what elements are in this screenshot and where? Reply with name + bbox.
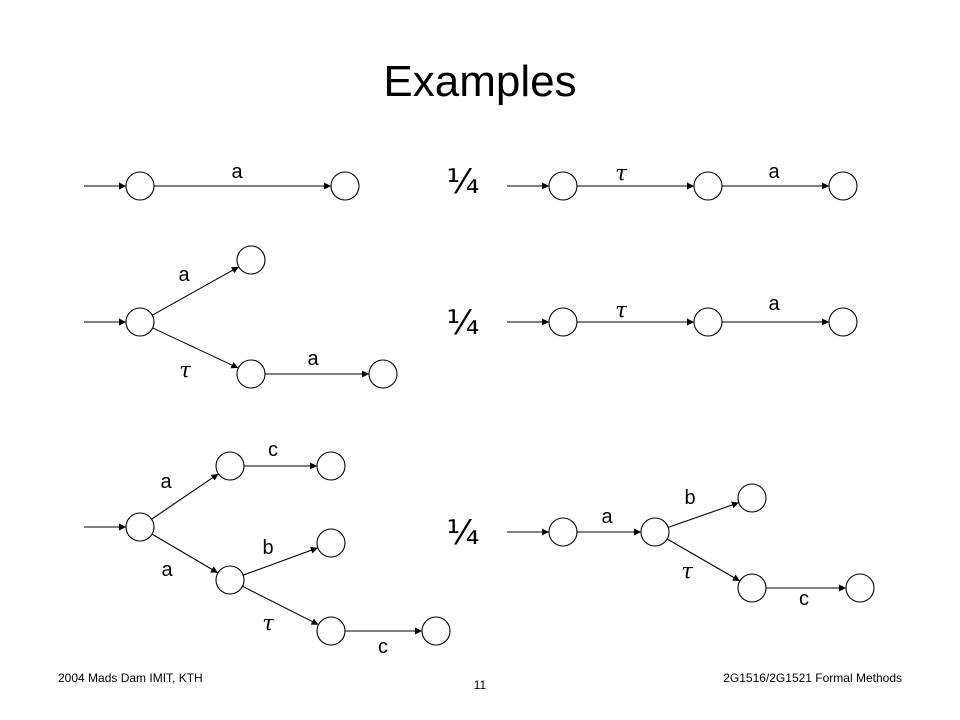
state-ex1-right-s2 xyxy=(828,171,858,201)
footer-course: 2G1516/2G1521 Formal Methods xyxy=(723,671,902,685)
state-ex1-left-s1 xyxy=(330,171,360,201)
state-ex3-left-s4 xyxy=(316,528,346,558)
state-ex3-left-s2 xyxy=(215,565,245,595)
state-ex3-left-s0 xyxy=(125,512,155,542)
state-ex2-right-s0 xyxy=(548,307,578,337)
state-ex3-right-s0 xyxy=(548,517,578,547)
state-ex3-right-s2 xyxy=(737,483,767,513)
relation-symbol-1: ¼ xyxy=(447,162,480,202)
transition-arrow-ex3-right-3 xyxy=(666,538,741,582)
transition-label-ex3-left-4: b xyxy=(262,537,273,559)
transition-arrow-ex3-left-4 xyxy=(242,546,319,576)
transition-label-ex2-left-2: τ xyxy=(179,358,191,382)
transition-label-ex3-right-3: τ xyxy=(681,559,693,583)
state-ex3-right-s4 xyxy=(845,573,875,603)
footer-author: 2004 Mads Dam IMIT, KTH xyxy=(58,671,203,685)
state-ex2-left-s3 xyxy=(368,359,398,389)
state-ex3-left-s1 xyxy=(215,451,245,481)
state-ex2-left-s2 xyxy=(236,359,266,389)
state-ex3-right-s3 xyxy=(737,573,767,603)
transition-label-ex2-right-1: τ xyxy=(615,298,627,322)
transition-label-ex3-right-4: c xyxy=(799,588,809,610)
relation-symbol-3: ¼ xyxy=(447,513,480,553)
transition-label-ex3-right-2: b xyxy=(684,487,695,509)
transition-label-ex1-left-1: a xyxy=(231,161,243,183)
transition-label-ex1-right-2: a xyxy=(768,161,780,183)
transition-label-ex2-left-3: a xyxy=(307,348,319,370)
state-ex2-left-s1 xyxy=(236,245,266,275)
state-ex1-left-s0 xyxy=(125,171,155,201)
state-ex2-left-s0 xyxy=(125,307,155,337)
state-ex1-right-s1 xyxy=(693,171,723,201)
state-ex2-right-s2 xyxy=(828,307,858,337)
transition-arrow-ex2-left-2 xyxy=(152,327,239,369)
state-ex2-right-s1 xyxy=(693,307,723,337)
state-ex3-left-s3 xyxy=(316,451,346,481)
page-number: 11 xyxy=(473,678,487,692)
transition-label-ex3-left-3: a xyxy=(161,559,173,581)
transition-arrow-ex3-right-2 xyxy=(668,501,739,528)
transition-arrow-ex2-left-1 xyxy=(151,266,240,316)
transition-arrow-ex3-left-3 xyxy=(151,533,219,574)
transition-label-ex2-right-2: a xyxy=(768,293,780,315)
transition-label-ex3-right-1: a xyxy=(601,506,613,528)
transition-arrow-ex3-left-1 xyxy=(151,473,219,520)
transition-label-ex3-left-5: τ xyxy=(262,611,274,635)
transition-label-ex2-left-1: a xyxy=(178,264,190,286)
transition-label-ex3-left-1: a xyxy=(160,471,172,493)
transition-label-ex3-left-2: c xyxy=(268,439,278,461)
state-ex1-right-s0 xyxy=(548,171,578,201)
state-ex3-left-s6 xyxy=(421,616,451,646)
relation-symbol-2: ¼ xyxy=(447,303,480,343)
state-ex3-left-s5 xyxy=(316,616,346,646)
transition-label-ex1-right-1: τ xyxy=(615,161,627,185)
slide-title: Examples xyxy=(383,57,577,106)
state-ex3-right-s1 xyxy=(640,517,670,547)
transition-label-ex3-left-6: c xyxy=(378,636,388,658)
transition-arrow-ex3-left-5 xyxy=(242,585,319,626)
